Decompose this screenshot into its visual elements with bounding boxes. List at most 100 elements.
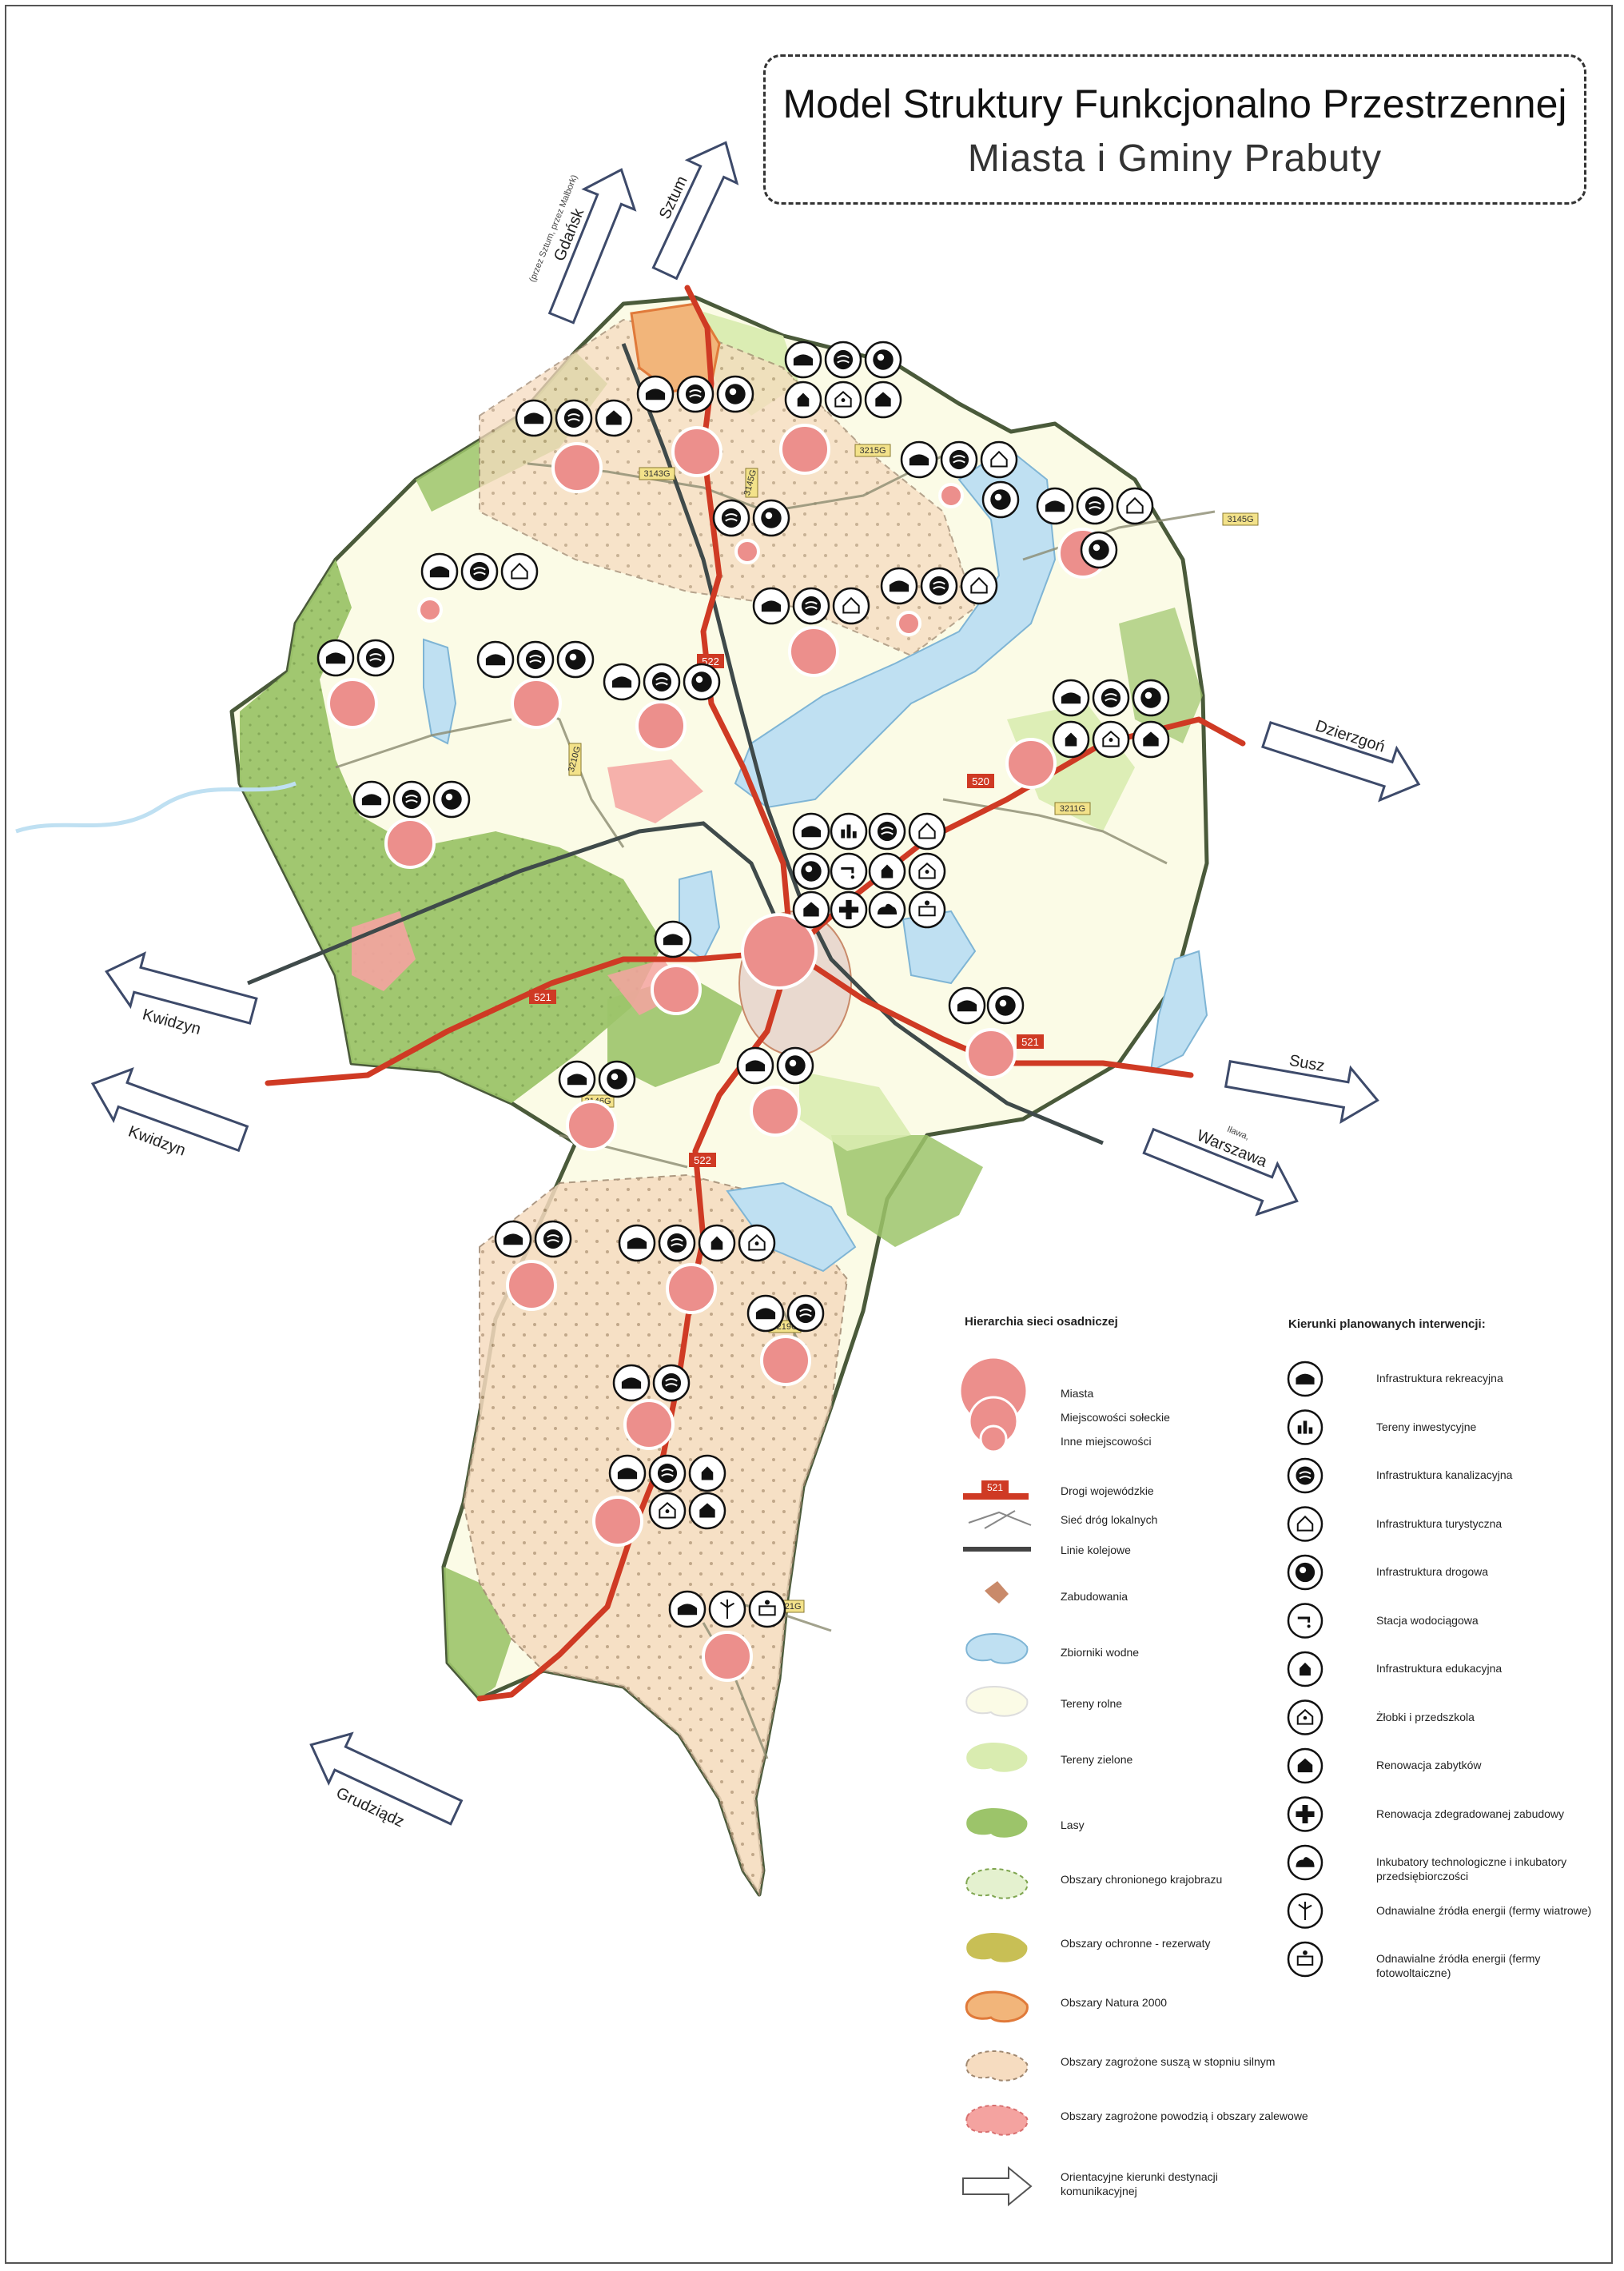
investment-icon: [1287, 1409, 1323, 1445]
recreation-icon: [1036, 487, 1074, 525]
water-station-icon: [830, 852, 868, 890]
road-icon: [683, 663, 721, 701]
settlement: [506, 1260, 557, 1311]
road-badge-521-east-text: 521: [1021, 1036, 1039, 1048]
legend-interventions-title: Kierunki planowanych interwencji:: [1288, 1317, 1486, 1331]
settlement: [417, 597, 443, 623]
settlement: [1005, 738, 1057, 789]
wind-icon: [708, 1590, 746, 1628]
recreation-icon: [603, 663, 641, 701]
flood-area-center: [607, 759, 703, 823]
legend-direction-arrow: [962, 2165, 1033, 2207]
recreation-icon: [880, 567, 918, 605]
tourism-icon: [500, 552, 539, 591]
svg-text:3215G: 3215G: [859, 446, 886, 456]
local-road-badge: 3215G: [854, 444, 891, 457]
legend-label-protected: Obszary chronionego krajobrazu: [1061, 1873, 1223, 1886]
legend-forest: [966, 1807, 1028, 1838]
recreation-icon: [668, 1590, 707, 1628]
legend-label-reserve: Obszary ochronne - rezerwaty: [1061, 1937, 1211, 1950]
tourism-icon: [1116, 487, 1154, 525]
education-icon: [784, 380, 822, 419]
sewage-icon: [786, 1294, 825, 1333]
forest-southwest: [444, 1567, 511, 1699]
solar-icon: [1287, 1941, 1323, 1978]
legend-intervention-label: Inkubatory technologiczne i inkubatory p…: [1376, 1855, 1567, 1883]
sewage-icon: [648, 1454, 687, 1492]
forest-south: [831, 1135, 983, 1247]
legend-label-forest: Lasy: [1061, 1819, 1085, 1831]
legend-label-direction: Orientacyjne kierunki destynacji komunik…: [1061, 2170, 1218, 2197]
legend-water: [965, 1633, 1029, 1664]
legend-label-railway: Linie kolejowe: [1061, 1544, 1131, 1556]
recreation-icon: [784, 341, 822, 379]
legend-protected-landscape: [965, 1868, 1029, 1899]
legend-hierarchy-title: Hierarchia sieci osadniczej: [965, 1315, 1118, 1329]
direction-arrow: Kwidzyn: [104, 951, 258, 1038]
sewage-icon: [940, 440, 978, 479]
direction-arrow: Sztum: [651, 141, 739, 281]
nursery-icon: [648, 1492, 687, 1530]
local-road-badge: 3143G: [639, 467, 675, 480]
legend-green: [966, 1742, 1028, 1772]
sewage-icon: [356, 639, 395, 677]
forest-west: [240, 560, 663, 1103]
recreation-icon: [948, 986, 986, 1025]
svg-text:3145G: 3145G: [1227, 515, 1253, 524]
legend-label-flood: Obszary zagrożone powodzią i obszary zal…: [1061, 2110, 1308, 2122]
monument-icon: [688, 1492, 726, 1530]
road-badge-521-west: 521: [529, 990, 556, 1004]
nursery-icon: [908, 852, 946, 890]
direction-arrow: Grudziądz: [309, 1731, 464, 1831]
legend-natura: [965, 1990, 1029, 2023]
road-badge-521-east: 521: [1017, 1034, 1044, 1049]
road-icon: [1287, 1554, 1323, 1591]
tourism-icon: [908, 812, 946, 851]
direction-arrow: Dzierzgoń: [1261, 717, 1421, 803]
sewage-icon: [534, 1220, 572, 1258]
monument-icon: [864, 380, 902, 419]
river-west: [15, 781, 297, 834]
legend-intervention-label: Infrastruktura kanalizacyjna: [1376, 1468, 1513, 1481]
sewage-icon: [712, 499, 750, 537]
solar-icon: [748, 1590, 786, 1628]
legend-other-circle: [979, 1424, 1008, 1453]
legend-buildings: [985, 1581, 1009, 1604]
incubator-icon: [1287, 1844, 1323, 1881]
legend-intervention-label: Renowacja zdegradowanej zabudowy: [1376, 1807, 1565, 1820]
legend-flood: [965, 2105, 1029, 2136]
legend-intervention-icons: [1287, 1361, 1323, 1978]
settlement: [666, 1263, 717, 1314]
legend-graphics: 521: [958, 1356, 1033, 2207]
legend-intervention-label: Odnawialne źródła energii (fermy fotowol…: [1376, 1952, 1541, 1979]
road-icon: [716, 375, 754, 413]
legend-intervention-label: Renowacja zabytków: [1376, 1759, 1482, 1771]
recreation-icon: [352, 780, 391, 819]
legend-label-farmland: Tereny rolne: [1061, 1697, 1123, 1710]
legend-label-village: Miejscowości sołeckie: [1061, 1411, 1170, 1424]
road-icon: [752, 499, 790, 537]
map-title: Model Struktury Funkcjonalno Przestrzenn…: [782, 82, 1567, 126]
road-icon: [776, 1046, 814, 1085]
sewage-icon: [792, 587, 830, 625]
legend-label-green: Tereny zielone: [1061, 1753, 1133, 1766]
monument-icon: [595, 399, 633, 437]
settlement: [896, 611, 921, 636]
nursery-icon: [1092, 720, 1130, 759]
legend-label-buildings: Zabudowania: [1061, 1590, 1128, 1603]
monument-icon: [792, 890, 830, 929]
green-south: [799, 1071, 911, 1151]
legend-label-regional-roads: Drogi wojewódzkie: [1061, 1484, 1154, 1497]
legend-label-other: Inne miejscowości: [1061, 1435, 1152, 1448]
road-icon: [556, 640, 595, 679]
monument-icon: [1287, 1747, 1323, 1784]
svg-text:3211G: 3211G: [1060, 804, 1085, 814]
legend-regional-badge: [981, 1480, 1009, 1493]
settlement: [671, 426, 722, 477]
legend-farmland: [965, 1686, 1029, 1717]
legend-intervention-label: Odnawialne źródła energii (fermy wiatrow…: [1376, 1903, 1592, 1917]
settlement: [566, 1100, 617, 1151]
lake-west: [423, 638, 457, 745]
monument-icon: [1132, 720, 1170, 759]
